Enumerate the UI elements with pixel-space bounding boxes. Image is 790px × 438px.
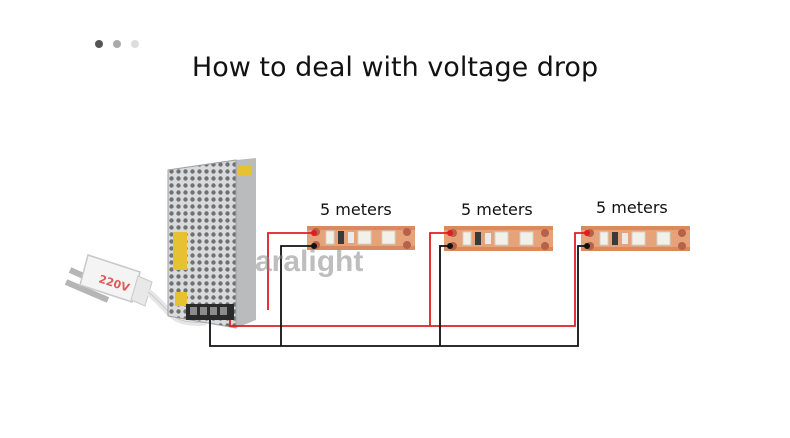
power-plug: 220V (64, 254, 153, 307)
strip-2-length-label: 5 meters (461, 200, 533, 219)
strip-1-length-label: 5 meters (320, 200, 392, 219)
connector-points (311, 230, 590, 249)
carousel-dot-3[interactable] (131, 40, 139, 48)
power-supply (167, 158, 256, 329)
carousel-dot-1[interactable] (95, 40, 103, 48)
warning-label (173, 232, 187, 270)
positive-wiring (229, 232, 586, 327)
led-strip-2 (444, 226, 553, 251)
carousel-dots (95, 40, 139, 48)
negative-wiring (209, 245, 586, 347)
page-title: How to deal with voltage drop (191, 52, 599, 83)
strip-3-length-label: 5 meters (596, 198, 668, 217)
led-strip-1 (307, 226, 415, 250)
led-strip-3 (581, 226, 690, 251)
carousel-dot-2[interactable] (113, 40, 121, 48)
watermark: aralight (255, 245, 364, 278)
